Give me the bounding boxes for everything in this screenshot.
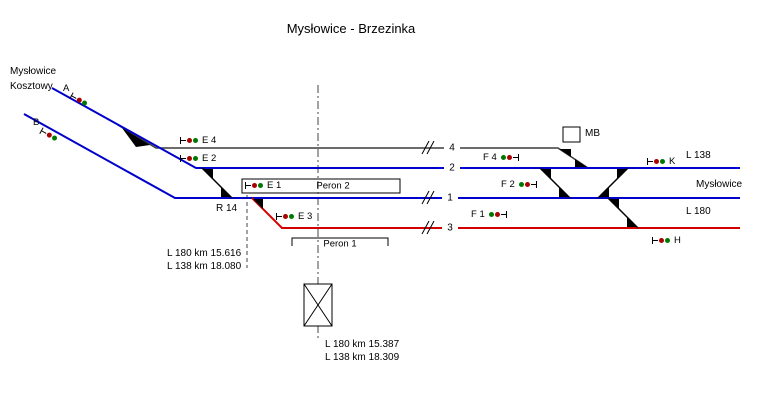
signal-red-light [252,183,257,188]
signal-e4-label: E 4 [202,135,217,146]
signal-e1: E 1 [245,180,282,191]
signal-e1-label: E 1 [267,180,282,191]
signal-green-light [488,212,494,217]
mb-building-symbol [562,126,581,143]
line-l180-label: L 180 [686,206,711,217]
origin-label-line2: Kosztowy [10,81,53,92]
signal-red-light [659,238,664,243]
signal-f2: F 2 [501,179,537,190]
signal-green-light [500,155,506,160]
origin-label-line1: Mysłowice [10,66,57,77]
signal-e4: E 4 [180,135,217,146]
km-center-line1: L 180 km 15.387 [325,339,400,350]
signal-mast [652,237,658,244]
signal-f4-label: F 4 [483,152,497,163]
platform-1-label: Peron 1 [323,238,357,250]
platform-1-bracket [291,237,389,246]
signal-red-light [187,138,192,143]
signal-f1: F 1 [471,209,507,220]
signal-e2: E 2 [180,153,217,164]
km-center-line2: L 138 km 18.309 [325,352,400,363]
signal-green-light [660,159,665,164]
signal-f1-label: F 1 [471,209,485,220]
signal-k: K [647,156,676,167]
signal-mast [647,158,653,165]
signal-h-label: H [674,235,681,246]
track-number-4: 4 [447,142,457,154]
platform-2-outline [241,178,401,194]
building-cross-icon [303,283,333,327]
signal-green-light [258,183,263,188]
signal-mast [245,182,251,189]
signal-green-light [289,214,294,219]
platform-2-label: Peron 2 [316,180,350,192]
signal-k-label: K [669,156,676,167]
signal-green-light [193,138,198,143]
track-break-marks [421,140,435,235]
signal-mast [180,155,186,162]
blue-track-lines [23,87,740,199]
km-left-line1: L 180 km 15.616 [167,248,242,259]
signal-b-label: B [33,117,40,128]
signal-a-label: A [63,83,70,94]
signal-f4: F 4 [483,152,519,163]
signal-red-light [187,156,192,161]
diagram-title: Mysłowice - Brzezinka [286,21,416,36]
signal-red-light [494,212,500,217]
track-number-1: 1 [445,192,455,204]
signal-green-light [518,182,524,187]
signal-red-light [654,159,659,164]
km-left-line2: L 138 km 18.080 [167,261,242,272]
signal-red-light [524,182,530,187]
signal-mast [530,181,537,188]
signal-red-light [283,214,288,219]
signal-h: H [652,235,681,246]
signal-e2-label: E 2 [202,153,217,164]
turnout-r14-label: R 14 [216,203,238,214]
track-number-2: 2 [447,162,457,174]
signal-e3-label: E 3 [298,211,313,222]
mb-label: MB [585,128,600,139]
signal-mast [180,137,186,144]
direction-myslowice-label: Mysłowice [696,179,743,190]
signal-mast [512,154,519,161]
turnout-markers [122,128,637,227]
signal-green-light [665,238,670,243]
signal-f2-label: F 2 [501,179,515,190]
track-number-3: 3 [445,222,455,234]
line-l138-label: L 138 [686,150,711,161]
signal-green-light [193,156,198,161]
signal-e3: E 3 [276,211,313,222]
crossover-lines [201,167,639,229]
signal-red-light [506,155,512,160]
signal-mast [276,213,282,220]
signal-mast [500,211,507,218]
